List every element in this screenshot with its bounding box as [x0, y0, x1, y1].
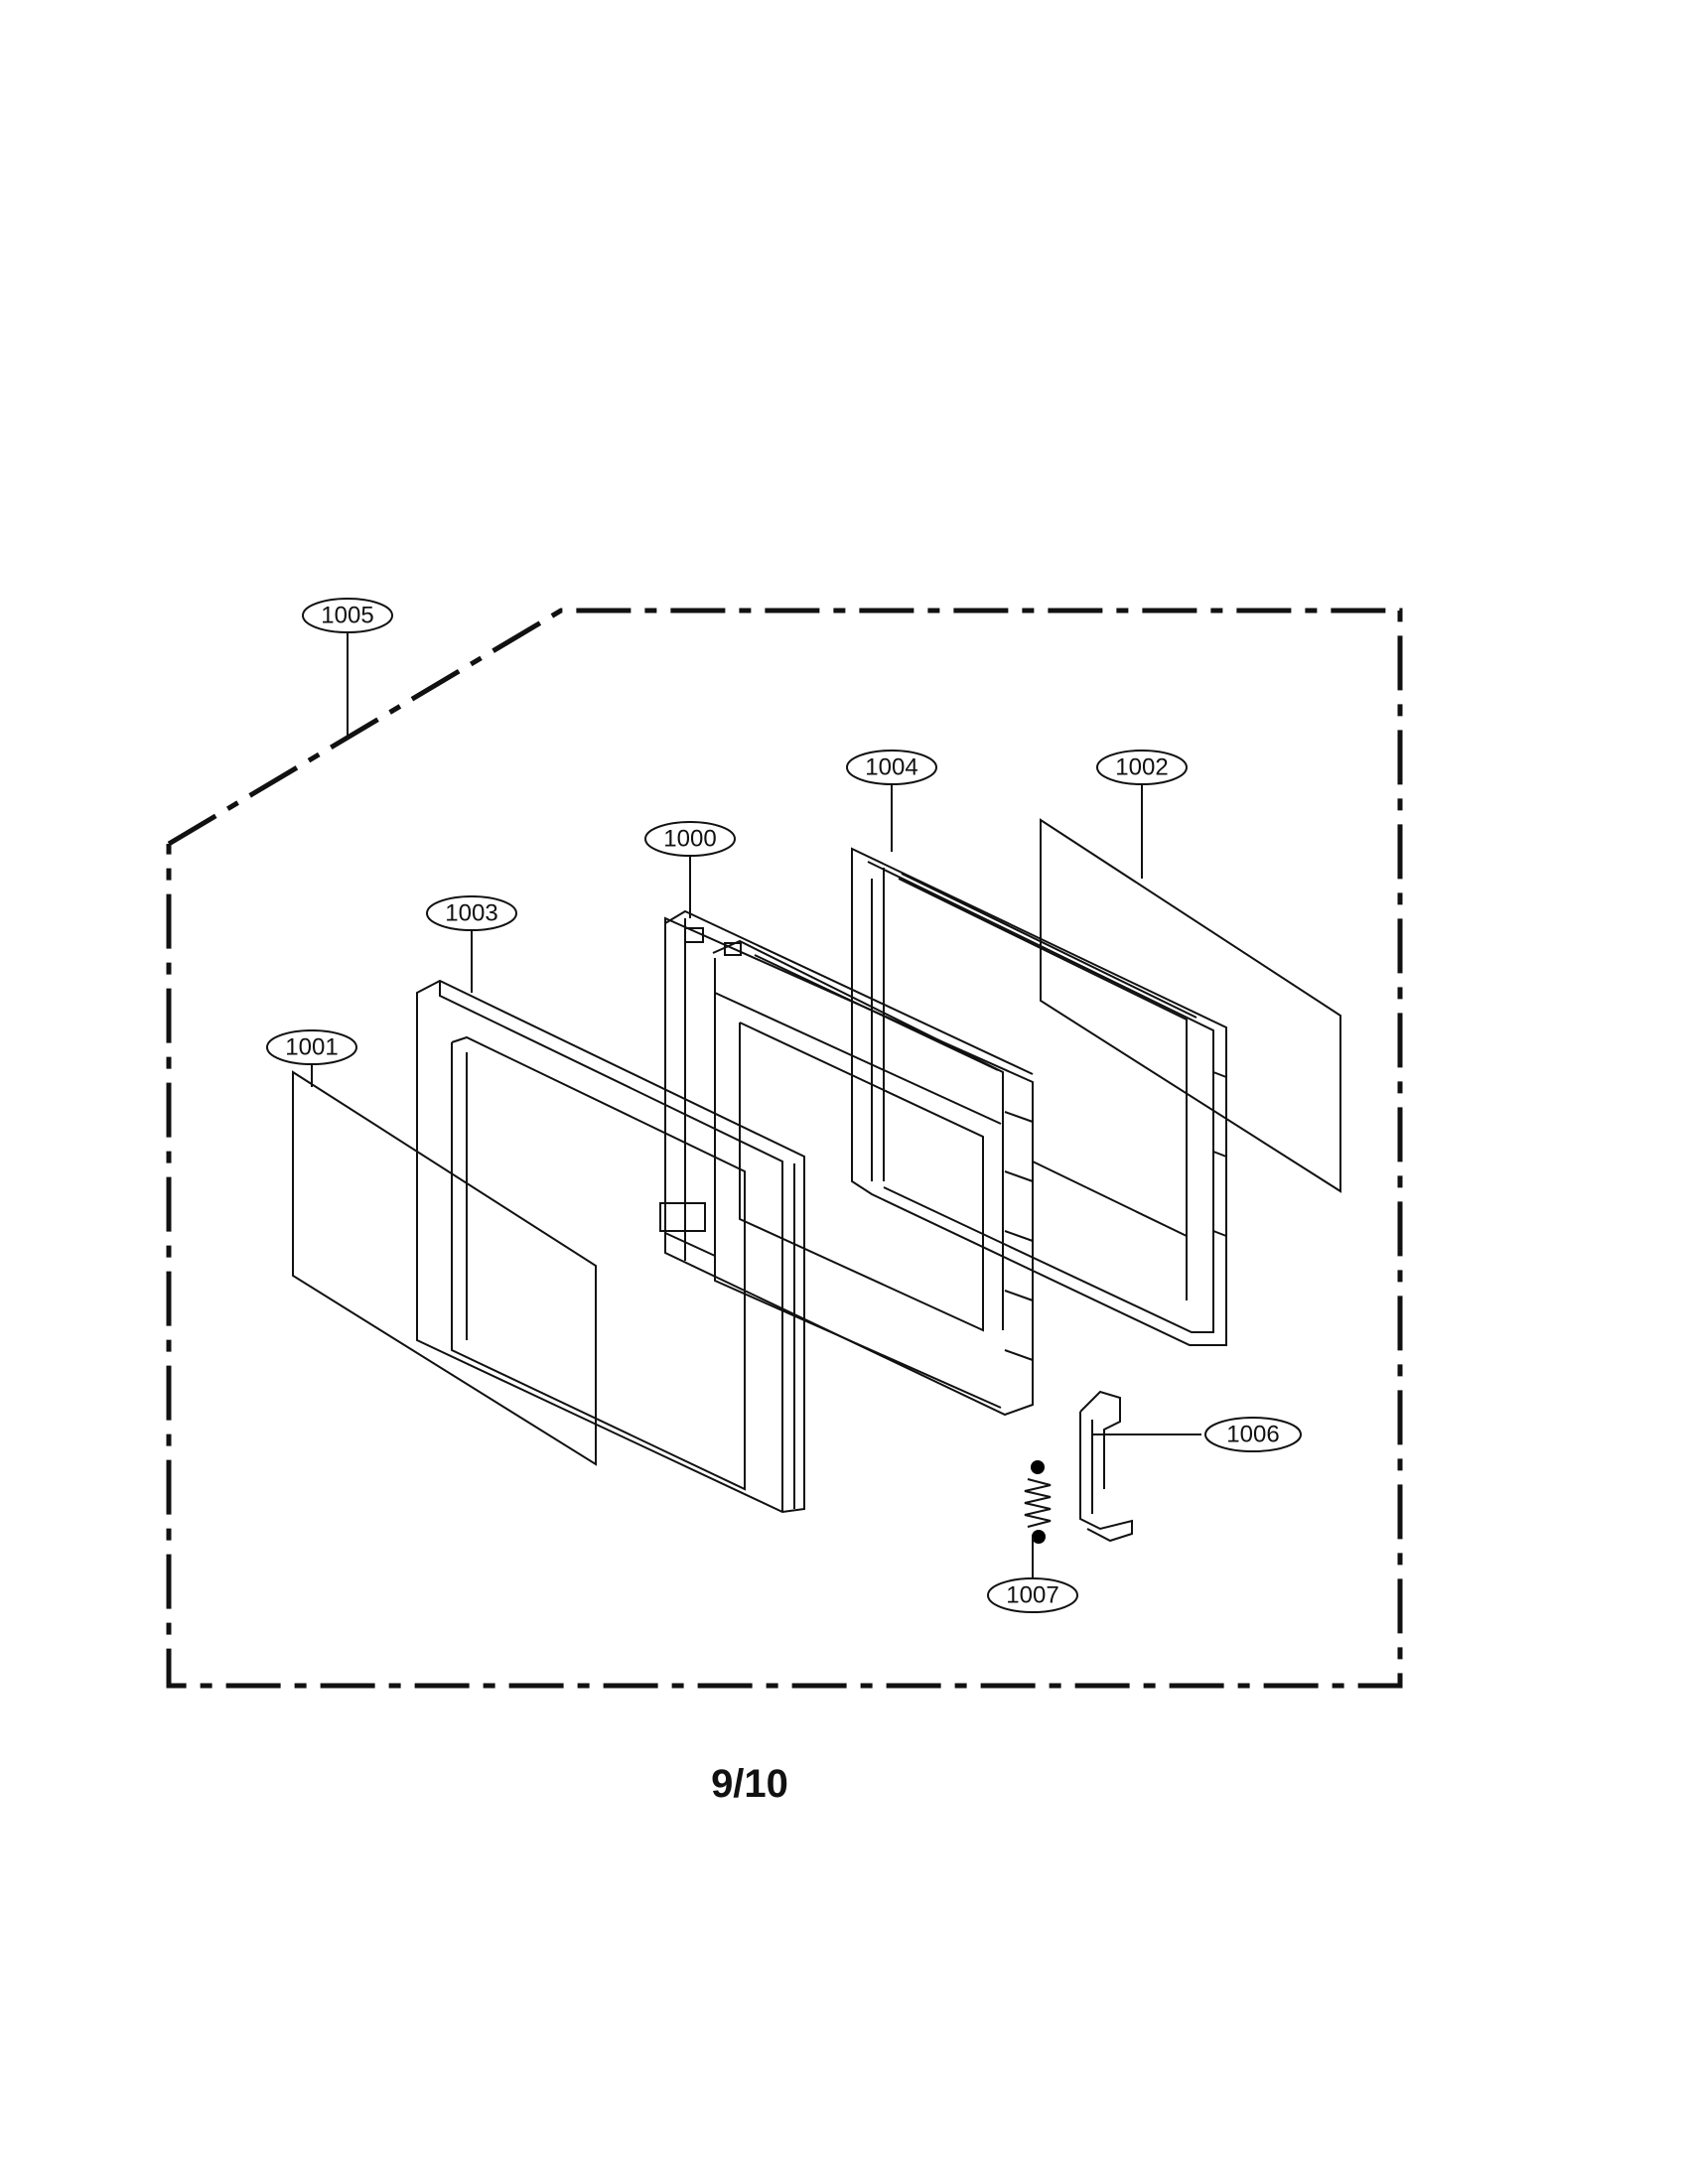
callout-1001: 1001: [266, 1029, 357, 1065]
callout-1007: 1007: [987, 1577, 1078, 1613]
part-1006-latch-hook: [1079, 1390, 1133, 1543]
callout-1007-label: 1007: [1006, 1582, 1058, 1609]
callout-1003-label: 1003: [445, 900, 497, 927]
part-1000-door-frame: [664, 909, 1034, 1417]
callout-1004-label: 1004: [865, 754, 917, 781]
callout-1005-label: 1005: [321, 603, 373, 629]
callout-1002-label: 1002: [1115, 754, 1168, 781]
callout-1003: 1003: [426, 895, 517, 931]
part-1002-glass-panel: [1040, 818, 1341, 1193]
callout-1002: 1002: [1096, 750, 1188, 785]
callout-1005: 1005: [302, 598, 393, 633]
callout-1006: 1006: [1204, 1417, 1302, 1452]
callout-1000: 1000: [644, 821, 736, 857]
callout-1000-label: 1000: [663, 826, 716, 853]
page-number: 9/10: [711, 1762, 788, 1806]
part-1007-spring: [1024, 1460, 1052, 1544]
callout-1006-label: 1006: [1226, 1422, 1279, 1448]
part-1004-inner-frame: [851, 847, 1227, 1346]
leader-lines: [311, 632, 1201, 1578]
assembly-boundary: [166, 608, 1403, 1689]
part-1001-front-glass: [292, 1070, 597, 1466]
callout-1004: 1004: [846, 750, 937, 785]
callout-1001-label: 1001: [285, 1034, 338, 1061]
part-1003-outer-frame: [416, 979, 805, 1514]
